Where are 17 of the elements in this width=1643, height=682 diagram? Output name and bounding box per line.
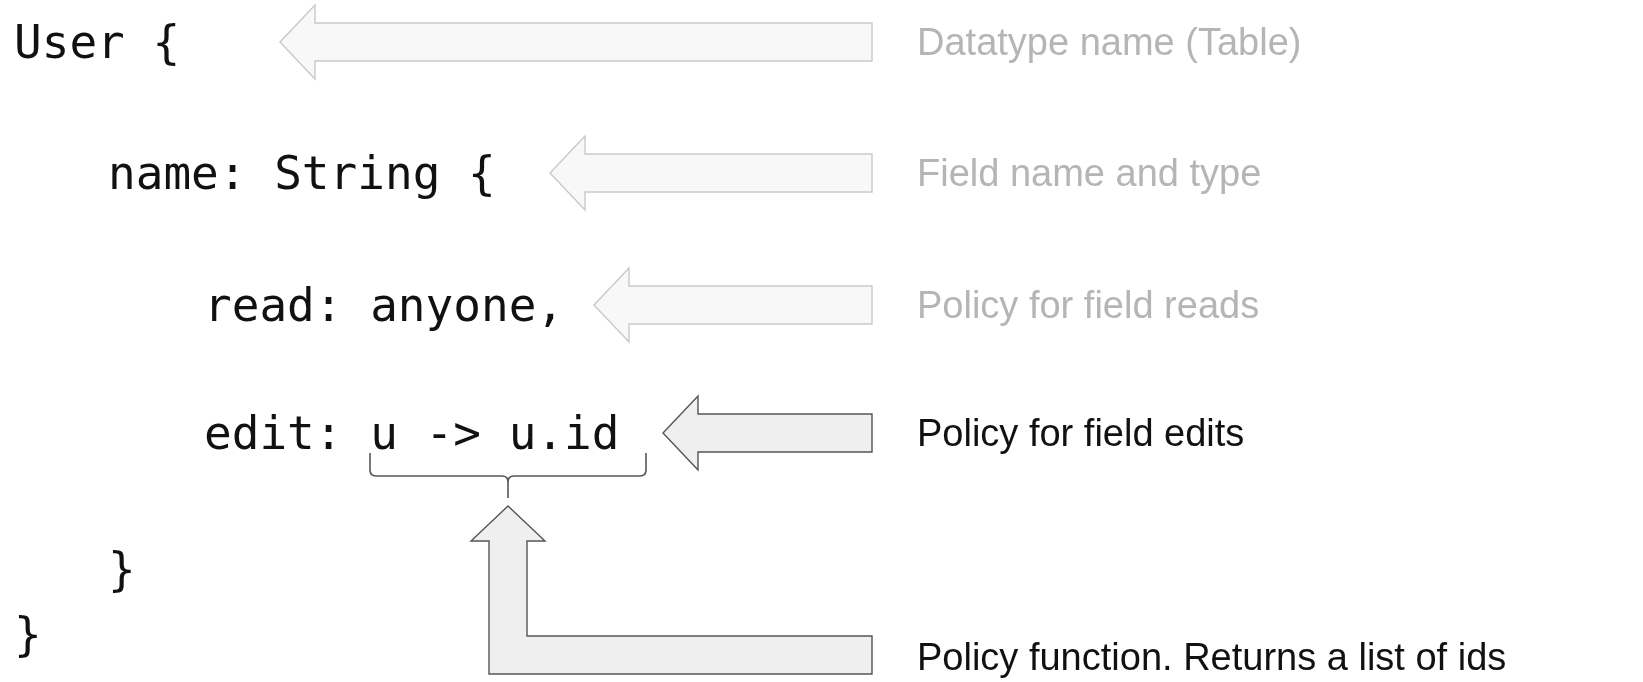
curly-bracket [369,453,647,498]
code-line: edit: u -> u.id [204,405,663,461]
annotation-text: Policy for field edits [872,409,1245,457]
block-arrow [279,3,873,81]
code-line: User { [14,14,280,70]
code-line: read: anyone, [204,277,594,333]
closing-brace: } [14,606,42,662]
annotation-text: Policy function. Returns a list of ids [872,633,1507,681]
code-line: name: String { [108,145,550,201]
block-arrow [593,266,873,344]
block-arrow [549,134,873,212]
block-arrow [469,505,873,675]
block-arrow [662,394,873,472]
annotation-text: Datatype name (Table) [872,18,1302,66]
annotation-text: Policy for field reads [872,281,1260,329]
annotation-text: Field name and type [872,149,1262,197]
closing-brace: } [108,541,136,597]
